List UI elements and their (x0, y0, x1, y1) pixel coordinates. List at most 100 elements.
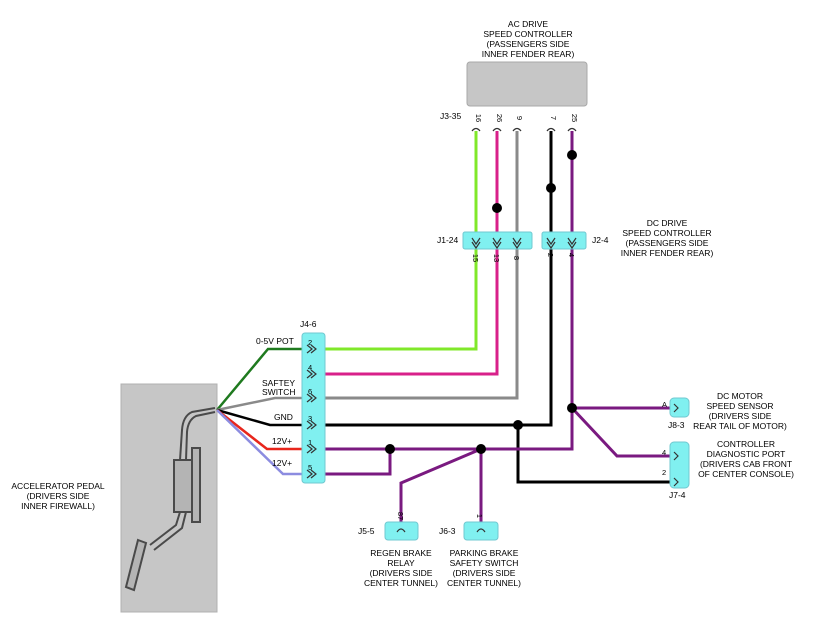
j4-pin-4: 4 (308, 363, 312, 372)
j7-label: J7-4 (669, 490, 686, 500)
j8-title-line-3: (DRIVERS SIDE (709, 411, 772, 421)
j5-title-line-4: CENTER TUNNEL) (364, 578, 438, 588)
j5-connector (384, 521, 419, 541)
wire-black-gnd (315, 131, 553, 427)
j4-pin-5: 5 (308, 463, 312, 472)
j2-terminals (546, 237, 577, 250)
j6-title-line-3: (DRIVERS SIDE (453, 568, 516, 578)
splice-dot (385, 444, 395, 454)
wire-gray (315, 131, 519, 400)
j6-terminal (476, 528, 486, 533)
dc-controller-label: DC DRIVE SPEED CONTROLLER (PASSENGERS SI… (621, 218, 714, 258)
j7-title-line-2: DIAGNOSTIC PORT (707, 449, 786, 459)
wires (315, 131, 676, 528)
j3-pin-7: 7 (549, 116, 558, 120)
j4-signal-pot: 0-5V POT (256, 336, 294, 346)
j3-pin-terminals (471, 127, 577, 132)
j4-pin-1: 1 (308, 438, 312, 447)
j6-pin-1: 1 (475, 514, 484, 518)
j1-label: J1-24 (437, 235, 459, 245)
j8-title-line-2: SPEED SENSOR (706, 401, 773, 411)
j4-terminals (306, 344, 317, 479)
harness-wire-green (216, 347, 305, 411)
pedal-harness (216, 347, 305, 476)
ac-controller-title-line-3: (PASSENGERS SIDE (487, 39, 570, 49)
j2-pin-4: 4 (567, 253, 576, 257)
harness-wire-black (216, 408, 305, 427)
j4-pin-6: 6 (308, 387, 312, 396)
dc-controller-title-line-4: INNER FENDER REAR) (621, 248, 714, 258)
j4-label: J4-6 (300, 319, 317, 329)
j3-pin-16: 16 (474, 114, 483, 122)
splice-dot (567, 150, 577, 160)
j4-signal-12v-b: 12V+ (272, 458, 292, 468)
ac-controller-label: AC DRIVE SPEED CONTROLLER (PASSENGERS SI… (482, 19, 575, 59)
j8-terminal (673, 403, 679, 413)
j1-pin-15: 15 (471, 254, 480, 262)
ac-controller-title-line-2: SPEED CONTROLLER (483, 29, 572, 39)
j8-label: J8-3 (668, 420, 685, 430)
j2-label: J2-4 (592, 235, 609, 245)
wire-purple-12v-b (315, 449, 392, 476)
j4-connector (301, 332, 326, 484)
j6-title-line-4: CENTER TUNNEL) (447, 578, 521, 588)
harness-wire-gray (216, 396, 305, 412)
dc-controller-title-line-3: (PASSENGERS SIDE (626, 238, 709, 248)
splice-points (385, 150, 577, 454)
wire-purple-regen (399, 447, 482, 528)
j4-pin-3: 3 (308, 414, 312, 423)
j2-pin-2: 2 (546, 253, 555, 257)
j7-title-line-4: OF CENTER CONSOLE) (698, 469, 794, 479)
j4-pin-2: 2 (308, 338, 312, 347)
splice-dot (476, 444, 486, 454)
j8-pin-a: A (662, 400, 667, 409)
accelerator-pedal-drawing (124, 407, 216, 592)
j7-title-line-3: (DRIVERS CAB FRONT (700, 459, 792, 469)
j5-title-line-2: RELAY (387, 558, 415, 568)
pedal-label-line-3: INNER FIREWALL) (21, 501, 95, 511)
j8-title-line-4: REAR TAIL OF MOTOR) (693, 421, 787, 431)
splice-dot (567, 403, 577, 413)
j6-title-line-1: PARKING BRAKE (450, 548, 519, 558)
j4-signal-12v-a: 12V+ (272, 436, 292, 446)
j7-pin-2: 2 (662, 468, 666, 477)
splice-dot (492, 203, 502, 213)
j3-pin-25: 25 (570, 114, 579, 122)
wire-purple-12v-a (315, 408, 574, 451)
j3-pin-9: 9 (515, 116, 524, 120)
j1-terminals (471, 237, 522, 250)
pedal-label-line-1: ACCELERATOR PEDAL (11, 481, 104, 491)
harness-wire-blue (216, 409, 305, 476)
j4-signal-gnd: GND (274, 412, 293, 422)
j7-title-line-1: CONTROLLER (717, 439, 775, 449)
dc-controller-title-line-1: DC DRIVE (647, 218, 688, 228)
j4-signal-switch: SWITCH (262, 387, 296, 397)
j1-pin-13: 13 (492, 254, 501, 262)
splice-dot (513, 420, 523, 430)
splice-dot (546, 183, 556, 193)
wire-light-green (315, 131, 478, 351)
j1-pin-8: 8 (512, 256, 521, 260)
j5-label: J5-5 (358, 526, 375, 536)
j8-title-line-1: DC MOTOR (717, 391, 763, 401)
j7-pin-4: 4 (662, 448, 666, 457)
harness-wire-red (216, 409, 305, 451)
j8-connector (669, 397, 690, 418)
j6-label: J6-3 (439, 526, 456, 536)
j5-terminal (396, 528, 406, 533)
j3-connector-label: J3-35 (440, 111, 462, 121)
j5-pin-87: 87 (396, 512, 405, 520)
ac-controller-title-line-1: AC DRIVE (508, 19, 548, 29)
wire-black-diag (516, 425, 676, 484)
j7-connector (669, 441, 690, 489)
j3-pin-26: 26 (495, 114, 504, 122)
wire-purple-diag (570, 406, 676, 458)
wire-magenta (315, 131, 499, 376)
j6-connector (463, 521, 499, 541)
ac-controller-box (466, 61, 588, 107)
j4-signal-saftey: SAFTEY (262, 378, 295, 388)
pedal-label-line-2: (DRIVERS SIDE (27, 491, 90, 501)
j7-terminals (673, 451, 679, 487)
j6-title-line-2: SAFETY SWITCH (450, 558, 519, 568)
